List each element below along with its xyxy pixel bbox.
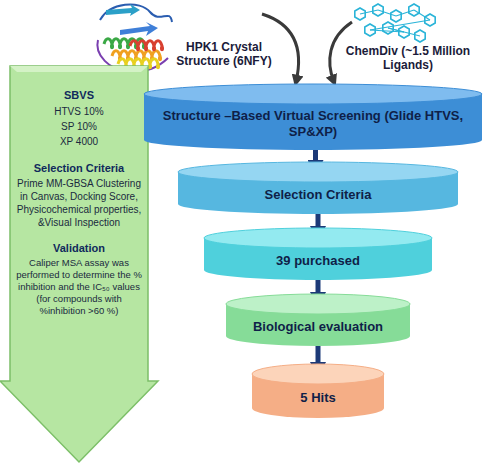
stage-label: Biological evaluation [245,319,391,335]
stage-text-area: Selection Criteria [178,182,458,208]
ligand-bond [396,10,414,16]
protein-helix [130,41,163,50]
stage-text-area: 5 Hits [252,384,384,412]
protein-strand [120,22,158,36]
cylinder-top [226,294,410,314]
guide-arrow: SBVS HTVS 10% SP 10% XP 4000Selection Crite… [0,66,158,463]
ligand-bond [360,10,378,14]
funnel-stage: Biological evaluation [226,294,410,346]
funnel-stage: Structure –Based Virtual Screening (Glid… [144,84,482,150]
arrow-bevel [10,66,148,72]
input-arrow [262,14,299,82]
arrow-body [0,66,158,462]
funnel-stage: 5 Hits [252,364,384,418]
stage-label: 5 Hits [292,390,343,406]
section-text: Prime MM-GBSA Clustering in Canvas, Dock… [16,177,142,229]
ligand-structure [355,4,435,42]
funnel-stage: 39 purchased [204,228,432,280]
stage-label: Structure –Based Virtual Screening (Glid… [144,108,482,140]
input-label: HPK1 Crystal Structure (6NFY) [172,40,276,68]
cylinder-top [204,228,432,248]
section-text: SP 10% [16,120,142,133]
protein-strand [106,4,140,16]
ligand-bond [414,10,430,20]
section-heading: Validation [16,241,142,255]
ligand-bond [388,28,420,36]
stage-text-area: Structure –Based Virtual Screening (Glid… [144,104,482,144]
protein-loop [100,4,172,22]
cylinder-top [144,84,482,104]
stage-label: Selection Criteria [257,187,380,203]
cylinder-top [252,364,384,384]
funnel-stage: Selection Criteria [178,162,458,214]
section-text: XP 4000 [16,135,142,148]
protein-structure [97,4,172,72]
section-text: HTVS 10% [16,105,142,118]
section-heading: SBVS [16,88,142,102]
stage-text-area: Biological evaluation [226,314,410,340]
cylinder-top [178,162,458,182]
guide-text-column: SBVS HTVS 10% SP 10% XP 4000Selection Crite… [16,88,142,317]
ligand-bond [378,10,396,16]
input-label: ChemDiv (~1.5 Million Ligands) [342,44,474,72]
stage-text-area: 39 purchased [204,248,432,274]
stage-label: 39 purchased [268,253,368,269]
section-heading: Selection Criteria [16,161,142,175]
section-text: Caliper MSA assay was performed to deter… [16,257,142,317]
